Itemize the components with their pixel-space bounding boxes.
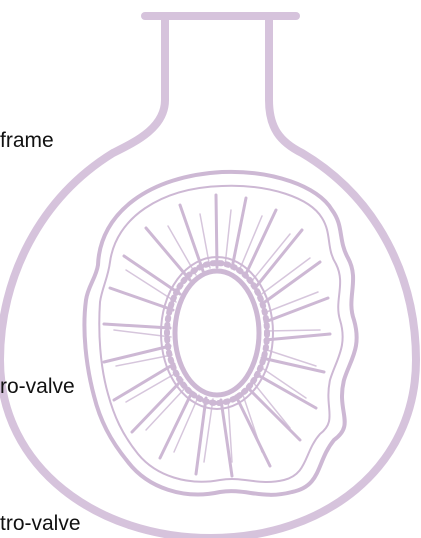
- rib: [132, 380, 182, 432]
- shade-line: [168, 226, 196, 275]
- rib: [104, 346, 170, 362]
- donut-outer-edge-inner: [99, 186, 342, 482]
- rib: [114, 364, 174, 400]
- label-micro-valve-middle: ro-valve: [0, 376, 75, 397]
- shade-line: [252, 381, 290, 428]
- shade-line: [114, 330, 171, 337]
- rib: [265, 334, 330, 340]
- inner-opening-fringe: [167, 263, 267, 403]
- inner-opening-rim: [161, 257, 273, 409]
- rib: [265, 298, 328, 322]
- petal-ribs: [104, 195, 330, 476]
- valve-donut: [84, 172, 356, 495]
- rib: [104, 324, 170, 328]
- shade-line: [251, 234, 290, 282]
- label-micro-valve-bottom: tro-valve: [0, 513, 81, 534]
- rib: [196, 398, 206, 474]
- label-frame: frame: [0, 130, 54, 151]
- inner-opening: [175, 271, 259, 395]
- donut-outer-edge: [84, 172, 356, 495]
